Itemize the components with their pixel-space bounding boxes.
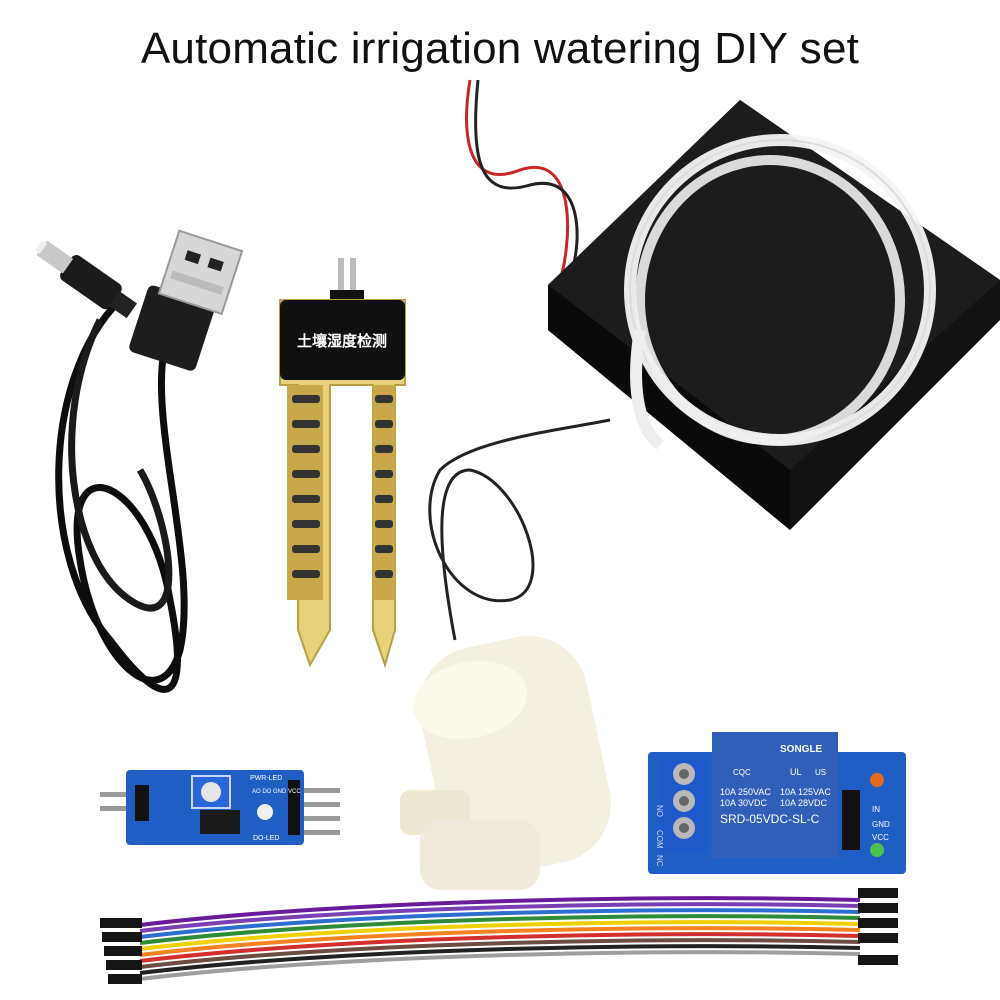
water-pump <box>400 636 611 890</box>
usb-a-plug <box>129 229 244 371</box>
relay-pin-vcc: VCC <box>872 833 889 842</box>
relay-line2-left: 10A 30VDC <box>720 798 768 808</box>
silicone-tube <box>624 134 936 450</box>
pump-wire <box>428 418 611 641</box>
relay-module: SONGLE CQC UL US 10A 250VAC 10A 125VAC 1… <box>648 732 906 874</box>
relay-model: SRD-05VDC-SL-C <box>720 812 820 826</box>
relay-cert-ul: UL <box>790 767 802 777</box>
relay-brand: SONGLE <box>780 744 823 755</box>
page-title: Automatic irrigation watering DIY set <box>140 24 860 73</box>
relay-cert-us: US <box>815 768 826 777</box>
sensor-module-board: PWR-LED DO-LED AO DO GND VCC <box>100 770 340 845</box>
relay-pin-in: IN <box>872 805 880 814</box>
do-led-label: DO-LED <box>253 835 279 842</box>
relay-line1-left: 10A 250VAC <box>720 787 771 797</box>
relay-pin-gnd: GND <box>872 820 890 829</box>
module-pins-label: AO DO GND VCC <box>252 789 301 795</box>
relay-side-no: NO <box>655 805 664 817</box>
jumper-ribbon-cable <box>100 888 898 984</box>
relay-cert-cqc: CQC <box>733 768 751 777</box>
sensor-chinese-label: 土壤湿度检测 <box>297 332 387 350</box>
usb-cable <box>35 229 244 693</box>
pwr-led-label: PWR-LED <box>250 775 282 782</box>
relay-line1-right: 10A 125VAC <box>780 787 831 797</box>
relay-side-nc: NC <box>655 855 664 867</box>
relay-side-com: COM <box>655 830 664 849</box>
relay-line2-right: 10A 28VDC <box>780 798 828 808</box>
soil-moisture-probe: 土壤湿度检测 <box>279 258 406 669</box>
dc-barrel-plug <box>35 240 138 319</box>
